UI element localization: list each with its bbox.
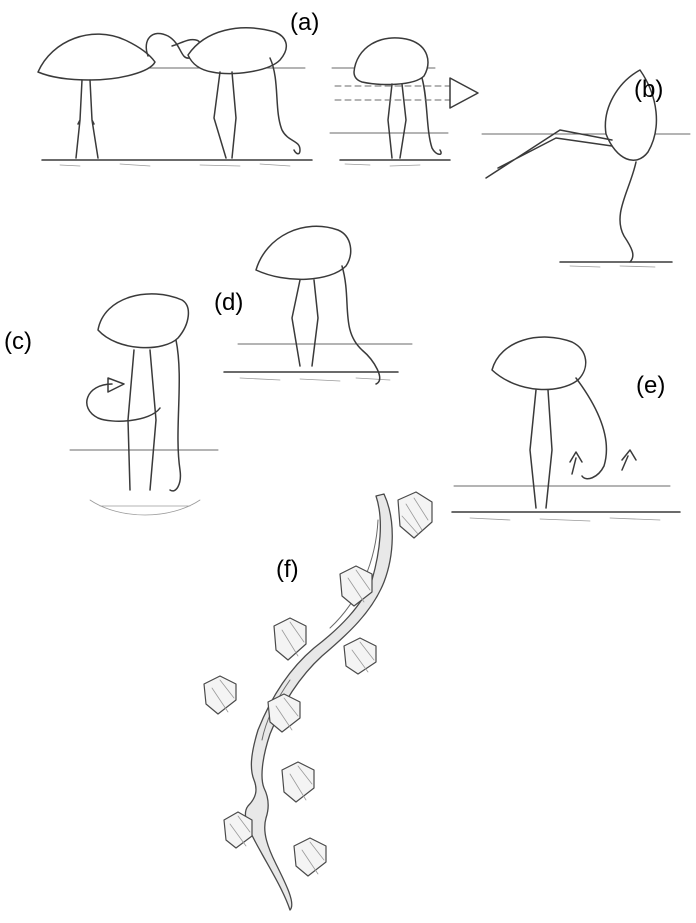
label-b: (b) [634, 76, 663, 103]
panel-f-feeding-trail [204, 492, 432, 910]
label-c: (c) [4, 328, 32, 355]
panel-a-walking-flamingo [330, 38, 478, 166]
shell-9 [294, 838, 326, 876]
panel-c-stamping-flamingo [70, 294, 218, 515]
panel-d-feeding-flamingo [224, 226, 412, 384]
panel-a-two-flamingos [38, 28, 312, 166]
shell-4 [344, 638, 376, 674]
shell-5 [204, 676, 236, 714]
panel-e-filtering-flamingo [452, 337, 680, 521]
label-f: (f) [276, 556, 299, 583]
label-a: (a) [290, 9, 319, 36]
shell-1 [398, 492, 432, 538]
shell-3 [274, 618, 306, 660]
shell-7 [282, 762, 314, 802]
label-d: (d) [214, 289, 243, 316]
label-e: (e) [636, 372, 665, 399]
shell-8 [224, 812, 252, 848]
